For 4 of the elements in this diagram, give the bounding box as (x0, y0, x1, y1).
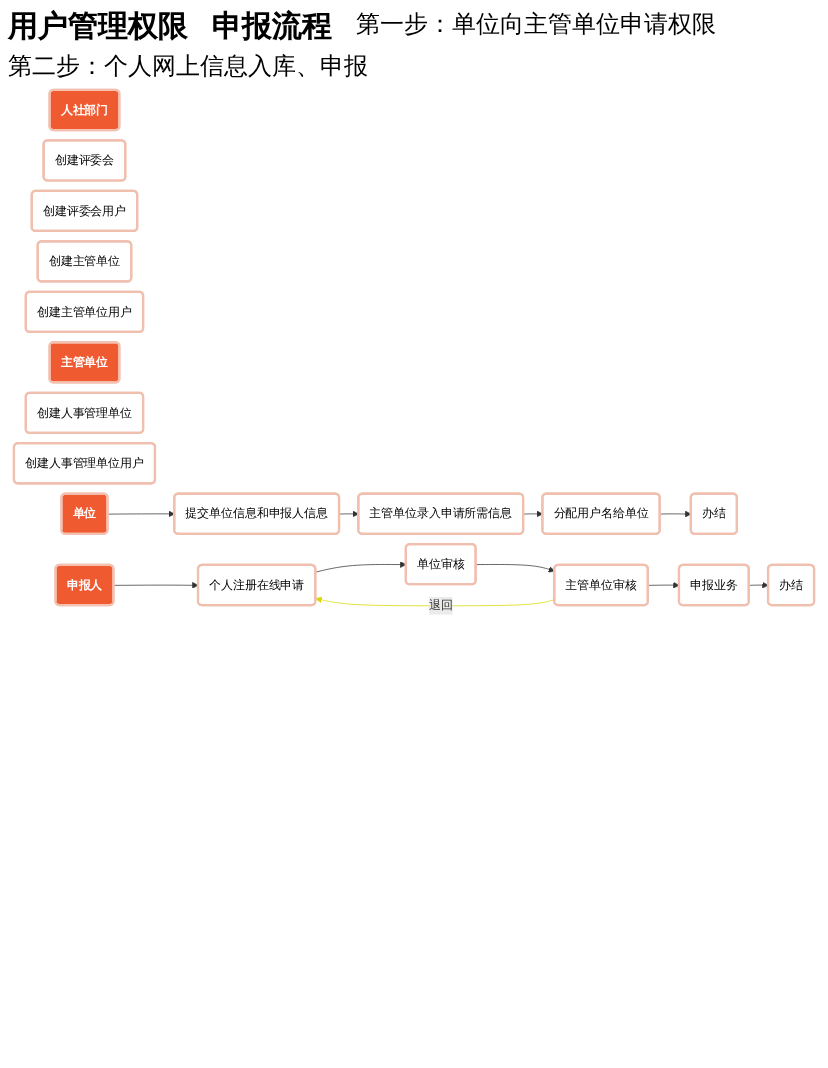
section-heading: 用户管理权限 (8, 8, 188, 46)
step-note: 第一步：单位向主管单位申请权限 (356, 8, 716, 42)
section-heading: 申报流程 (212, 8, 332, 46)
step-note: 第二步：个人网上信息入库、申报 (8, 50, 368, 84)
